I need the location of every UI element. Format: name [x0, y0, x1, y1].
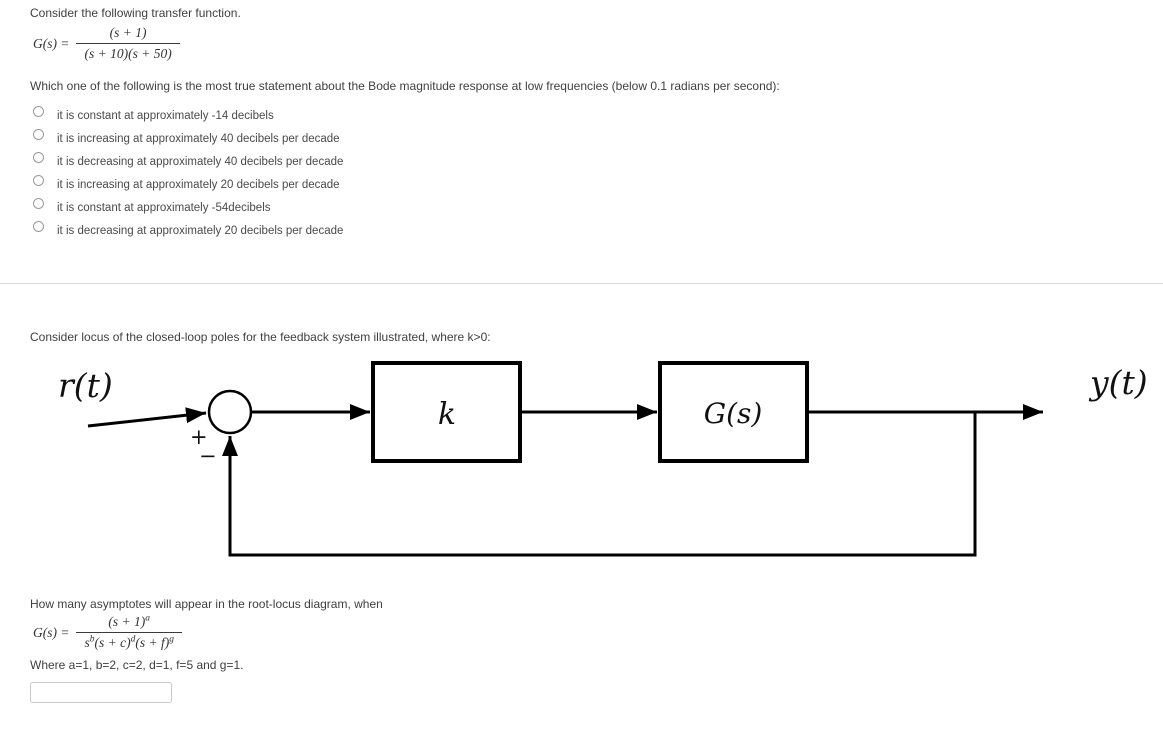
q1-formula-fraction: (s + 1) (s + 10)(s + 50)	[76, 25, 180, 62]
option-row[interactable]: it is increasing at approximately 20 dec…	[33, 175, 1163, 191]
radio-button[interactable]	[33, 221, 44, 232]
radio-button[interactable]	[33, 175, 44, 186]
q1-intro: Consider the following transfer function…	[30, 6, 241, 20]
den-term-3: (s + f)	[135, 635, 170, 650]
sum-minus-sign: −	[199, 444, 217, 468]
q1-formula: G(s) = (s + 1) (s + 10)(s + 50)	[33, 25, 1163, 62]
q1-formula-lhs: G(s) =	[33, 35, 70, 51]
q1-options: it is constant at approximately -14 deci…	[33, 106, 1163, 237]
q1-question: Which one of the following is the most t…	[30, 79, 780, 93]
den-exp-1: b	[89, 634, 95, 645]
answer-input[interactable]	[30, 682, 172, 703]
feedback-line	[222, 412, 977, 557]
radio-button[interactable]	[33, 198, 44, 209]
numerator-exponent: a	[145, 613, 151, 624]
output-signal-label: y(t)	[1088, 363, 1148, 402]
option-row[interactable]: it is constant at approximately -54decib…	[33, 198, 1163, 214]
q3-formula-fraction: (s + 1)a sb(s + c)d(s + f)g	[76, 614, 182, 651]
q3-formula-numerator: (s + 1)a	[100, 614, 158, 632]
den-exp-3: g	[169, 634, 174, 645]
section-divider	[0, 283, 1163, 284]
gain-block-label: k	[438, 397, 456, 432]
q3-question: How many asymptotes will appear in the r…	[30, 597, 383, 611]
q2-intro: Consider locus of the closed-loop poles …	[30, 330, 491, 344]
option-label: it is increasing at approximately 20 dec…	[57, 179, 340, 191]
den-exp-2: d	[130, 634, 136, 645]
option-label: it is decreasing at approximately 40 dec…	[57, 156, 344, 168]
plant-block	[658, 361, 809, 463]
option-label: it is decreasing at approximately 20 dec…	[57, 225, 344, 237]
q3-formula: G(s) = (s + 1)a sb(s + c)d(s + f)g	[33, 614, 1163, 651]
option-label: it is constant at approximately -14 deci…	[57, 110, 274, 122]
den-term-1: s	[84, 635, 90, 650]
option-row[interactable]: it is increasing at approximately 40 dec…	[33, 129, 1163, 145]
input-signal-label: r(t)	[58, 366, 113, 405]
numerator-base: (s + 1)	[108, 614, 146, 629]
input-signal-line	[87, 407, 207, 428]
option-label: it is increasing at approximately 40 dec…	[57, 133, 340, 145]
radio-button[interactable]	[33, 129, 44, 140]
den-term-2: (s + c)	[94, 635, 131, 650]
option-row[interactable]: it is decreasing at approximately 20 dec…	[33, 221, 1163, 237]
q3-formula-lhs: G(s) =	[33, 624, 70, 640]
option-row[interactable]: it is decreasing at approximately 40 dec…	[33, 152, 1163, 168]
q1-formula-denominator: (s + 10)(s + 50)	[76, 43, 180, 62]
q3-params: Where a=1, b=2, c=2, d=1, f=5 and g=1.	[30, 658, 244, 672]
block-diagram: r(t) + − k G(s) y(t)	[58, 361, 1148, 557]
option-label: it is constant at approximately -54decib…	[57, 202, 271, 214]
q3-formula-denominator: sb(s + c)d(s + f)g	[76, 632, 182, 651]
plant-block-label: G(s)	[704, 397, 763, 430]
summing-junction	[207, 389, 253, 435]
radio-button[interactable]	[33, 152, 44, 163]
q1-formula-numerator: (s + 1)	[109, 25, 147, 40]
sum-plus-sign: +	[190, 425, 208, 449]
radio-button[interactable]	[33, 106, 44, 117]
option-row[interactable]: it is constant at approximately -14 deci…	[33, 106, 1163, 122]
